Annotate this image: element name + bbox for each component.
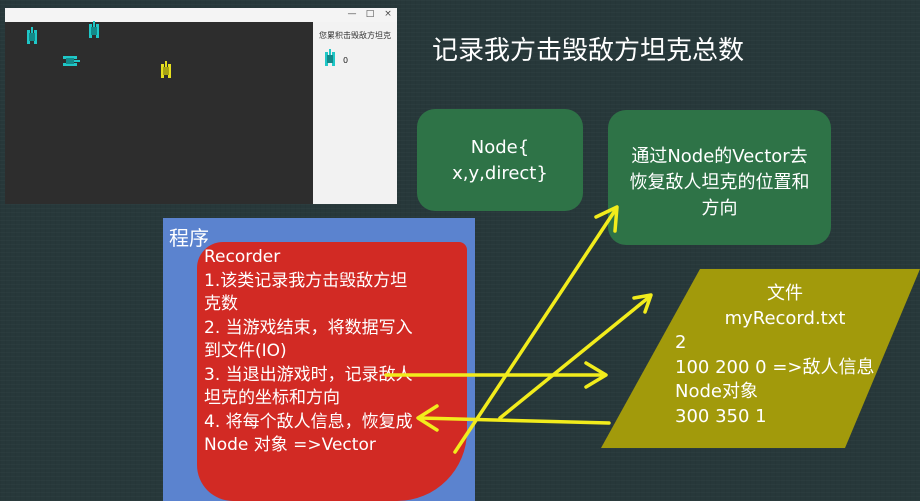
recorder-line: 1.该类记录我方击毁敌方坦 <box>204 270 408 291</box>
file-line: 100 200 0 =>敌人信息 <box>675 356 875 378</box>
maximize-button[interactable]: □ <box>365 9 375 19</box>
vector-line: 恢复敌人坦克的位置和 <box>629 172 810 193</box>
game-window-screenshot: — □ × 您累积击毁敌方坦克 0 <box>5 8 397 204</box>
program-label: 程序 <box>169 226 209 250</box>
score-panel: 您累积击毁敌方坦克 0 <box>313 22 397 204</box>
enemy-tank-icon <box>89 21 99 38</box>
recorder-line: 克数 <box>204 294 238 314</box>
recorder-line: Recorder <box>204 247 281 267</box>
file-content: 文件 myRecord.txt 2 100 200 0 =>敌人信息 Node对… <box>675 282 915 429</box>
restore-arrowhead <box>594 205 619 233</box>
score-label: 您累积击毁敌方坦克 <box>319 31 391 40</box>
file-name: myRecord.txt <box>724 307 846 329</box>
file-to-node-arrowhead <box>632 293 653 314</box>
restore-arrow <box>453 207 618 454</box>
recorder-line: 4. 将每个敌人信息，恢复成 <box>204 411 413 432</box>
minimize-button[interactable]: — <box>347 9 357 19</box>
recorder-line: 2. 当游戏结束，将数据写入 <box>204 317 413 338</box>
file-to-node-arrow <box>498 296 650 420</box>
window-titlebar: — □ × <box>5 8 397 22</box>
recorder-box <box>197 242 467 501</box>
vector-line: 通过Node的Vector去 <box>631 146 808 167</box>
enemy-tank-icon <box>325 49 335 66</box>
game-canvas <box>5 21 313 204</box>
score-count: 0 <box>343 56 349 65</box>
node-line: Node{ <box>470 137 530 158</box>
node-line: x,y,direct} <box>452 163 548 184</box>
vector-restore-box: 通过Node的Vector去 恢复敌人坦克的位置和 方向 <box>608 110 831 245</box>
recorder-line: Node 对象 =>Vector <box>204 435 376 455</box>
recorder-text: Recorder 1.该类记录我方击毁敌方坦 克数 2. 当游戏结束，将数据写入… <box>204 246 466 458</box>
enemy-tank-icon <box>27 27 37 44</box>
node-box: Node{ x,y,direct} <box>417 109 583 211</box>
read-arrowhead <box>416 404 439 432</box>
recorder-line: 3. 当退出游戏时，记录敌人 <box>204 364 413 385</box>
vector-line: 方向 <box>701 198 738 219</box>
file-line: 300 350 1 <box>675 405 767 427</box>
write-arrowhead <box>584 361 608 389</box>
file-line: Node对象 <box>675 381 758 402</box>
file-title: 文件 <box>767 283 803 304</box>
slide-title: 记录我方击毁敌方坦克总数 <box>432 36 745 66</box>
read-arrow <box>418 416 611 425</box>
close-button[interactable]: × <box>384 9 392 19</box>
recorder-line: 坦克的坐标和方向 <box>204 388 340 408</box>
file-parallelogram <box>601 269 920 448</box>
file-line: 2 <box>675 332 687 353</box>
player-tank-icon <box>161 61 171 78</box>
recorder-line: 到文件(IO) <box>204 341 287 361</box>
